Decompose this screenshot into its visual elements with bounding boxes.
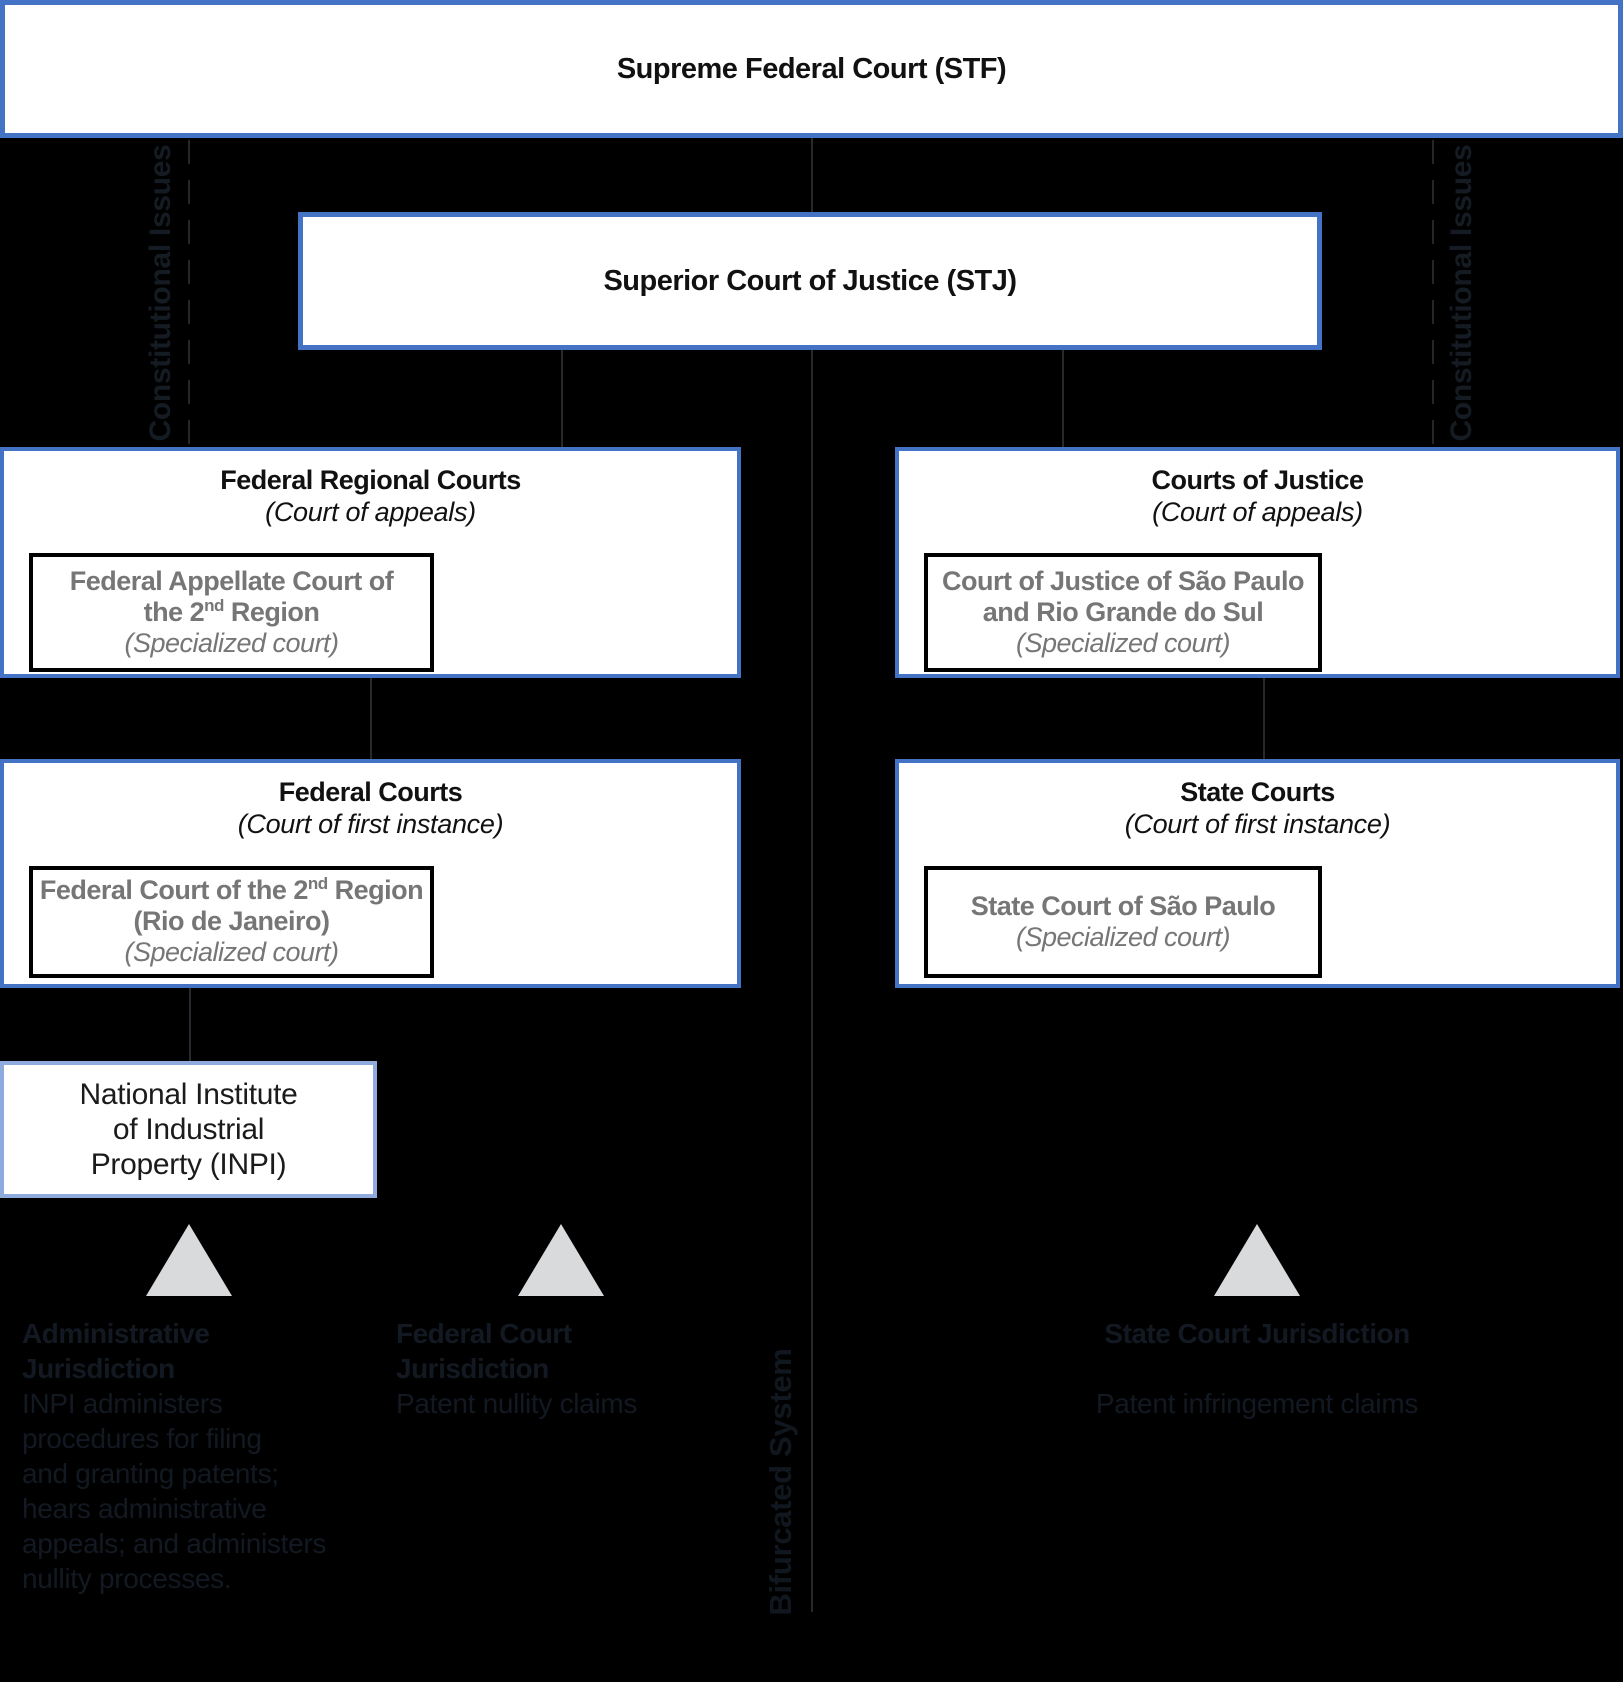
administrative-jurisdiction-body-line: and granting patents; (22, 1458, 279, 1489)
court-of-justice-sp-rs-box: Court of Justice of São Paulo and Rio Gr… (924, 553, 1322, 672)
federal-court-jurisdiction-block: Federal Court Jurisdiction Patent nullit… (396, 1316, 726, 1421)
administrative-jurisdiction-body-line: nullity processes. (22, 1563, 232, 1594)
administrative-jurisdiction-title-line1: Administrative (22, 1318, 210, 1349)
administrative-jurisdiction-body-line: hears administrative (22, 1493, 267, 1524)
administrative-jurisdiction-body-line: procedures for filing (22, 1423, 262, 1454)
courts-of-justice-subtitle: (Court of appeals) (1152, 497, 1363, 527)
administrative-jurisdiction-body-line: appeals; and administers (22, 1528, 327, 1559)
courts-of-justice-box: Courts of Justice (Court of appeals) Cou… (895, 447, 1620, 678)
stf-title: Supreme Federal Court (STF) (616, 53, 1007, 85)
bifurcated-system-diagram: { "colors": { "background": "#000000", "… (0, 0, 1623, 1616)
federal-court-jurisdiction-body: Patent nullity claims (396, 1388, 638, 1419)
administrative-jurisdiction-body-line: INPI administers (22, 1388, 223, 1419)
federal-appellate-court-line1: Federal Appellate Court of (69, 566, 394, 596)
federal-regional-courts-box: Federal Regional Courts (Court of appeal… (0, 447, 741, 678)
administrative-jurisdiction-block: Administrative Jurisdiction INPI adminis… (22, 1316, 392, 1596)
federal-appellate-court-line2: the 2nd Region (143, 596, 320, 627)
state-court-sp-line1: State Court of São Paulo (970, 891, 1276, 921)
court-of-justice-sp-rs-line1: Court of Justice of São Paulo (941, 566, 1305, 596)
courts-of-justice-title: Courts of Justice (1151, 465, 1364, 495)
federal-courts-box: Federal Courts (Court of first instance)… (0, 759, 741, 988)
federal-courts-header: Federal Courts (Court of first instance) (4, 763, 737, 840)
administrative-jurisdiction-title-line2: Jurisdiction (22, 1353, 175, 1384)
state-courts-header: State Courts (Court of first instance) (899, 763, 1616, 840)
federal-court-2nd-region-line1: Federal Court of the 2nd Region (39, 874, 424, 905)
state-court-sp-note: (Specialized court) (1015, 922, 1231, 952)
connector-layer (146, 138, 1434, 1612)
state-court-jurisdiction-block: State Court Jurisdiction Patent infringe… (1007, 1316, 1507, 1421)
federal-court-jurisdiction-title-line1: Federal Court (396, 1318, 572, 1349)
state-court-sp-box: State Court of São Paulo (Specialized co… (924, 866, 1322, 978)
federal-regional-courts-header: Federal Regional Courts (Court of appeal… (4, 451, 737, 528)
triangle-marker-federal (518, 1224, 604, 1296)
federal-regional-courts-title: Federal Regional Courts (220, 465, 521, 495)
constitutional-issues-label-left: Constitutional Issues (144, 144, 177, 442)
state-court-jurisdiction-title: State Court Jurisdiction (1104, 1318, 1410, 1349)
federal-courts-title: Federal Courts (278, 777, 463, 807)
stj-title: Superior Court of Justice (STJ) (603, 265, 1017, 297)
federal-appellate-court-note: (Specialized court) (124, 628, 339, 658)
court-of-justice-sp-rs-line2: and Rio Grande do Sul (982, 597, 1264, 627)
federal-courts-subtitle: (Court of first instance) (237, 809, 504, 839)
federal-regional-courts-subtitle: (Court of appeals) (265, 497, 476, 527)
triangle-marker-state (1214, 1224, 1300, 1296)
constitutional-issues-label-right: Constitutional Issues (1445, 144, 1478, 442)
stj-box: Superior Court of Justice (STJ) (298, 212, 1322, 350)
federal-court-2nd-region-box: Federal Court of the 2nd Region (Rio de … (29, 866, 434, 978)
inpi-box: National Institute of Industrial Propert… (0, 1061, 377, 1198)
bifurcated-system-label: Bifurcated System (763, 1348, 798, 1616)
stf-box: Supreme Federal Court (STF) (0, 0, 1623, 138)
state-courts-box: State Courts (Court of first instance) S… (895, 759, 1620, 988)
state-courts-subtitle: (Court of first instance) (1124, 809, 1391, 839)
federal-appellate-court-box: Federal Appellate Court of the 2nd Regio… (29, 553, 434, 672)
triangle-marker-administrative (146, 1224, 232, 1296)
inpi-label: National Institute of Industrial Propert… (79, 1078, 298, 1181)
courts-of-justice-header: Courts of Justice (Court of appeals) (899, 451, 1616, 528)
state-courts-title: State Courts (1180, 777, 1335, 807)
federal-court-2nd-region-line2: (Rio de Janeiro) (133, 906, 330, 936)
state-court-jurisdiction-body: Patent infringement claims (1095, 1388, 1419, 1419)
federal-court-2nd-region-note: (Specialized court) (124, 937, 339, 967)
court-of-justice-sp-rs-note: (Specialized court) (1015, 628, 1231, 658)
federal-court-jurisdiction-title-line2: Jurisdiction (396, 1353, 549, 1384)
